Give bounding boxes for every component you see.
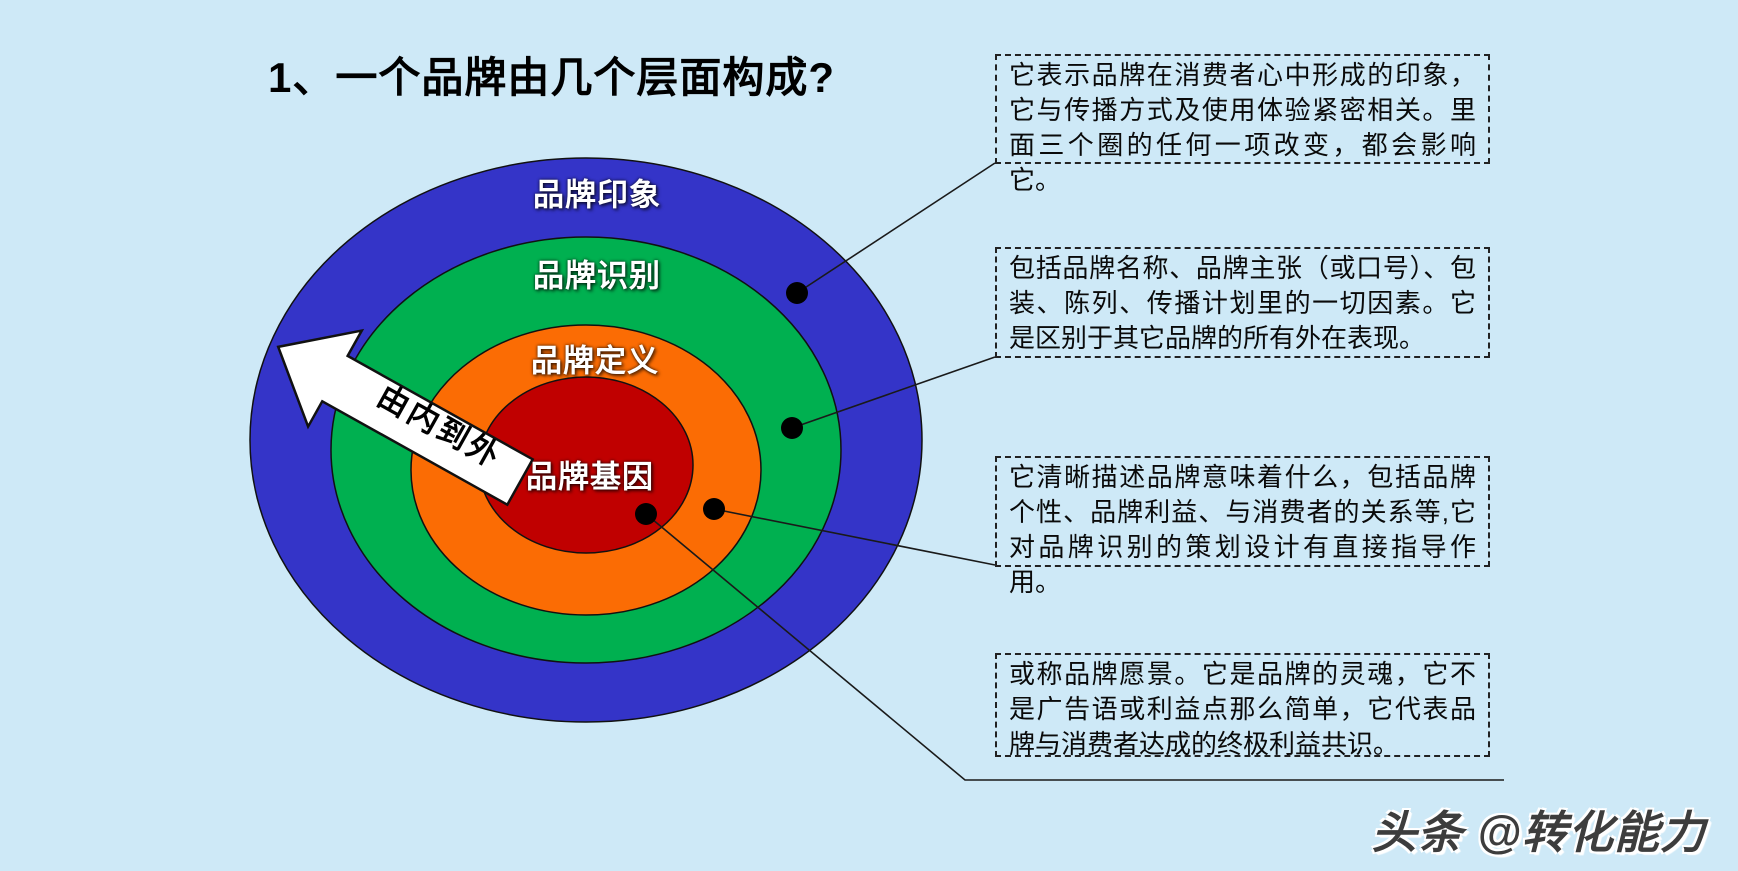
annotation-text: 或称品牌愿景。它是品牌的灵魂，它不是广告语或利益点那么简单，它代表品牌与消费者达… — [1009, 659, 1476, 759]
annotation-box-gene: 或称品牌愿景。它是品牌的灵魂，它不是广告语或利益点那么简单，它代表品牌与消费者达… — [995, 653, 1490, 759]
annotation-text: 它表示品牌在消费者心中形成的印象，它与传播方式及使用体验紧密相关。里面三个圈的任… — [1009, 60, 1476, 195]
ring-label-definition: 品牌定义 — [531, 343, 659, 379]
annotation-box-definition: 它清晰描述品牌意味着什么，包括品牌个性、品牌利益、与消费者的关系等,它对品牌识别… — [995, 456, 1490, 597]
watermark: 头条 @转化能力 — [1371, 807, 1706, 858]
connector-dot-gene — [635, 503, 657, 525]
connector-line-gene — [645, 513, 1504, 781]
inside-out-arrow — [276, 328, 535, 507]
annotation-text: 包括品牌名称、品牌主张（或口号）、包装、陈列、传播计划里的一切因素。它是区别于其… — [1009, 253, 1476, 353]
page-title: 1、一个品牌由几个层面构成? — [268, 54, 836, 101]
ring-label-gene: 品牌基因 — [526, 459, 654, 495]
connector-dot-definition — [703, 498, 725, 520]
connector-dot-impression — [786, 282, 808, 304]
annotation-box-identity: 包括品牌名称、品牌主张（或口号）、包装、陈列、传播计划里的一切因素。它是区别于其… — [995, 247, 1490, 358]
annotation-box-impression: 它表示品牌在消费者心中形成的印象，它与传播方式及使用体验紧密相关。里面三个圈的任… — [995, 54, 1490, 195]
connector-line-impression — [796, 162, 996, 294]
connector-line-identity — [791, 356, 996, 429]
ring-label-impression: 品牌印象 — [533, 177, 661, 213]
connector-dot-identity — [781, 417, 803, 439]
annotation-text: 它清晰描述品牌意味着什么，包括品牌个性、品牌利益、与消费者的关系等,它对品牌识别… — [1009, 462, 1476, 597]
connector-line-definition — [713, 508, 996, 566]
ring-label-identity: 品牌识别 — [533, 258, 661, 294]
